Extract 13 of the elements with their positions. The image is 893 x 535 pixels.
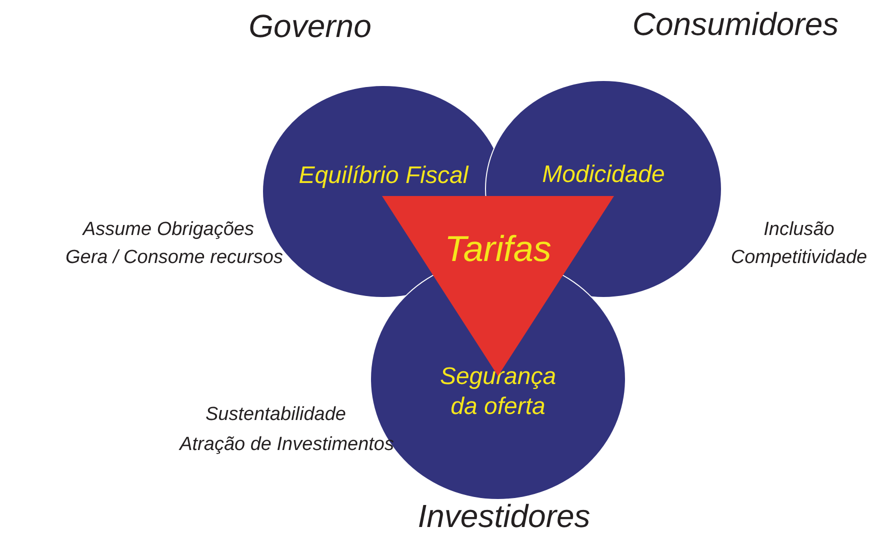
note-text: Sustentabilidade [206, 404, 346, 425]
note-text: Assume Obrigações [82, 219, 254, 240]
stakeholder-heading: Investidores [418, 498, 590, 534]
stakeholder-heading: Consumidores [632, 6, 839, 42]
node-label: Tarifas [444, 227, 552, 271]
node-label: Modicidade [541, 160, 666, 190]
note-text: Inclusão [764, 219, 834, 240]
note-text: Gera / Consome recursos [65, 247, 283, 268]
stakeholder-heading: Governo [248, 8, 372, 44]
note-text: Atração de Investimentos [180, 434, 394, 455]
node-label: Segurança da oferta [438, 362, 558, 422]
node-label: Equilíbrio Fiscal [298, 161, 470, 191]
note-text: Competitividade [730, 247, 868, 268]
